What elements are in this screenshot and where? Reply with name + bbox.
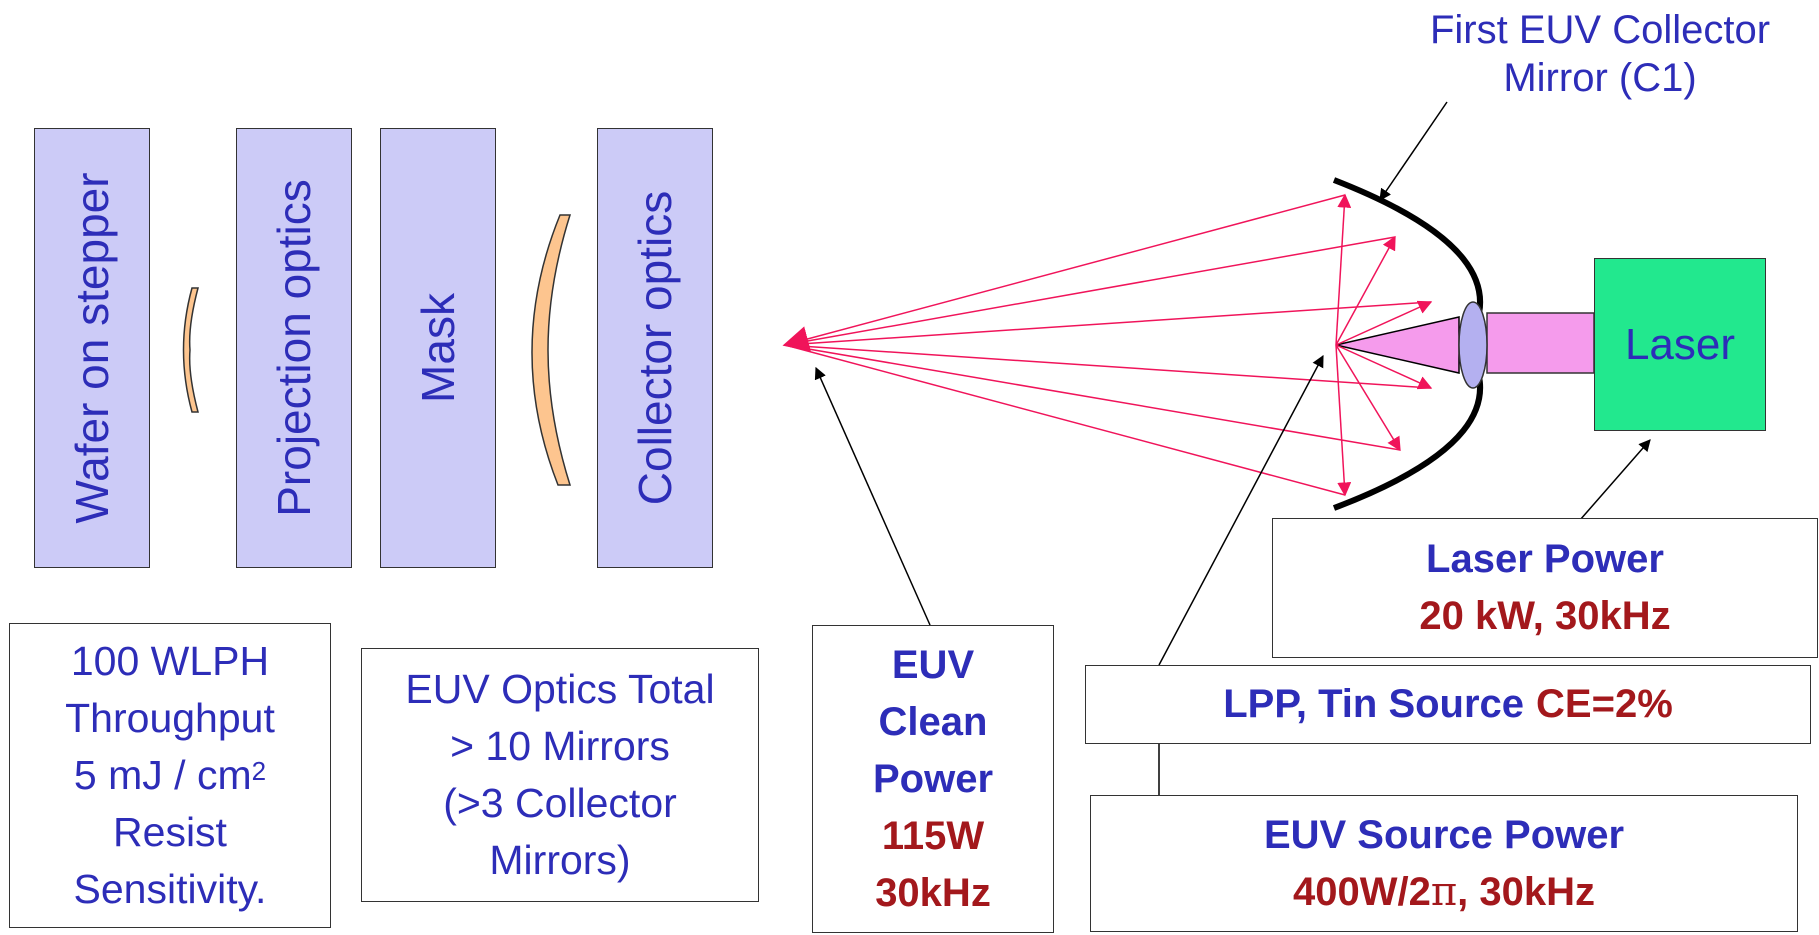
clean-power-callout-arrow [814, 366, 931, 626]
clean-power-box: EUV Clean Power 115W 30kHz [812, 625, 1054, 933]
mirror-callout-arrow [1379, 101, 1448, 201]
throughput-line4: Resist [113, 809, 227, 855]
emission-rays [1335, 193, 1433, 497]
laser-power-callout-arrow [1579, 439, 1651, 521]
wafer-stage-label: Wafer on stepper [66, 172, 118, 524]
clean-power-line2: Clean [878, 699, 988, 744]
laser-power-title: Laser Power [1426, 537, 1664, 581]
mirror-title-line1: First EUV Collector [1429, 8, 1771, 52]
laser-power-box: Laser Power 20 kW, 30kHz [1272, 518, 1818, 658]
throughput-line5: Sensitivity. [73, 866, 267, 912]
throughput-line3: 5 mJ / cm2 [74, 747, 266, 804]
wafer-stage-box: Wafer on stepper [34, 128, 150, 568]
projection-lens-small [182, 287, 199, 413]
optics-line3: (>3 Collector [443, 780, 677, 826]
throughput-dose: 5 mJ / cm [73, 752, 252, 798]
projection-optics-label: Projection optics [268, 179, 320, 517]
collector-optics-label: Collector optics [629, 190, 681, 506]
clean-power-line3: Power [872, 756, 994, 801]
laser-label: Laser [1624, 319, 1736, 369]
mask-label: Mask [412, 293, 464, 403]
throughput-line2: Throughput [65, 695, 275, 741]
lpp-ce-value: CE=2% [1536, 682, 1673, 726]
lpp-callout-arrow [1158, 354, 1324, 666]
laser-box: Laser [1594, 258, 1766, 431]
lpp-source-box: LPP, Tin Source CE=2% [1085, 665, 1811, 744]
lpp-label: LPP, Tin Source [1223, 682, 1525, 726]
clean-power-value2: 30kHz [875, 870, 991, 915]
throughput-dose-sup: 2 [251, 756, 267, 786]
source-power-box: EUV Source Power 400W/2π, 30kHz [1090, 795, 1798, 932]
laser-power-value: 20 kW, 30kHz [1419, 594, 1671, 638]
collector-mirror-title: First EUV Collector Mirror (C1) [1380, 6, 1819, 102]
collector-optics-box: Collector optics [597, 128, 713, 568]
laser-beam [1486, 312, 1595, 374]
throughput-box: 100 WLPH Throughput 5 mJ / cm2 Resist Se… [9, 623, 331, 928]
optics-total-box: EUV Optics Total > 10 Mirrors (>3 Collec… [361, 648, 759, 902]
projection-optics-box: Projection optics [236, 128, 352, 568]
clean-power-line1: EUV [891, 642, 975, 687]
optics-line1: EUV Optics Total [405, 666, 715, 712]
reflected-rays [782, 194, 1432, 496]
source-power-value: 400W/2π, 30kHz [1293, 864, 1595, 921]
optics-line4: Mirrors) [489, 837, 631, 883]
clean-power-value1: 115W [881, 813, 985, 858]
focus-lens [1458, 301, 1488, 389]
collector-lens-large [531, 214, 572, 486]
source-power-value-prefix: 400W/2 [1292, 869, 1431, 914]
focus-cone [1335, 316, 1460, 374]
mask-box: Mask [380, 128, 496, 568]
throughput-line1: 100 WLPH [70, 638, 270, 684]
source-power-value-pi: π [1430, 868, 1458, 915]
mirror-title-line2: Mirror (C1) [1503, 56, 1697, 100]
optics-line2: > 10 Mirrors [450, 723, 670, 769]
source-power-value-suffix: , 30kHz [1457, 869, 1595, 914]
source-power-title: EUV Source Power [1263, 812, 1625, 857]
